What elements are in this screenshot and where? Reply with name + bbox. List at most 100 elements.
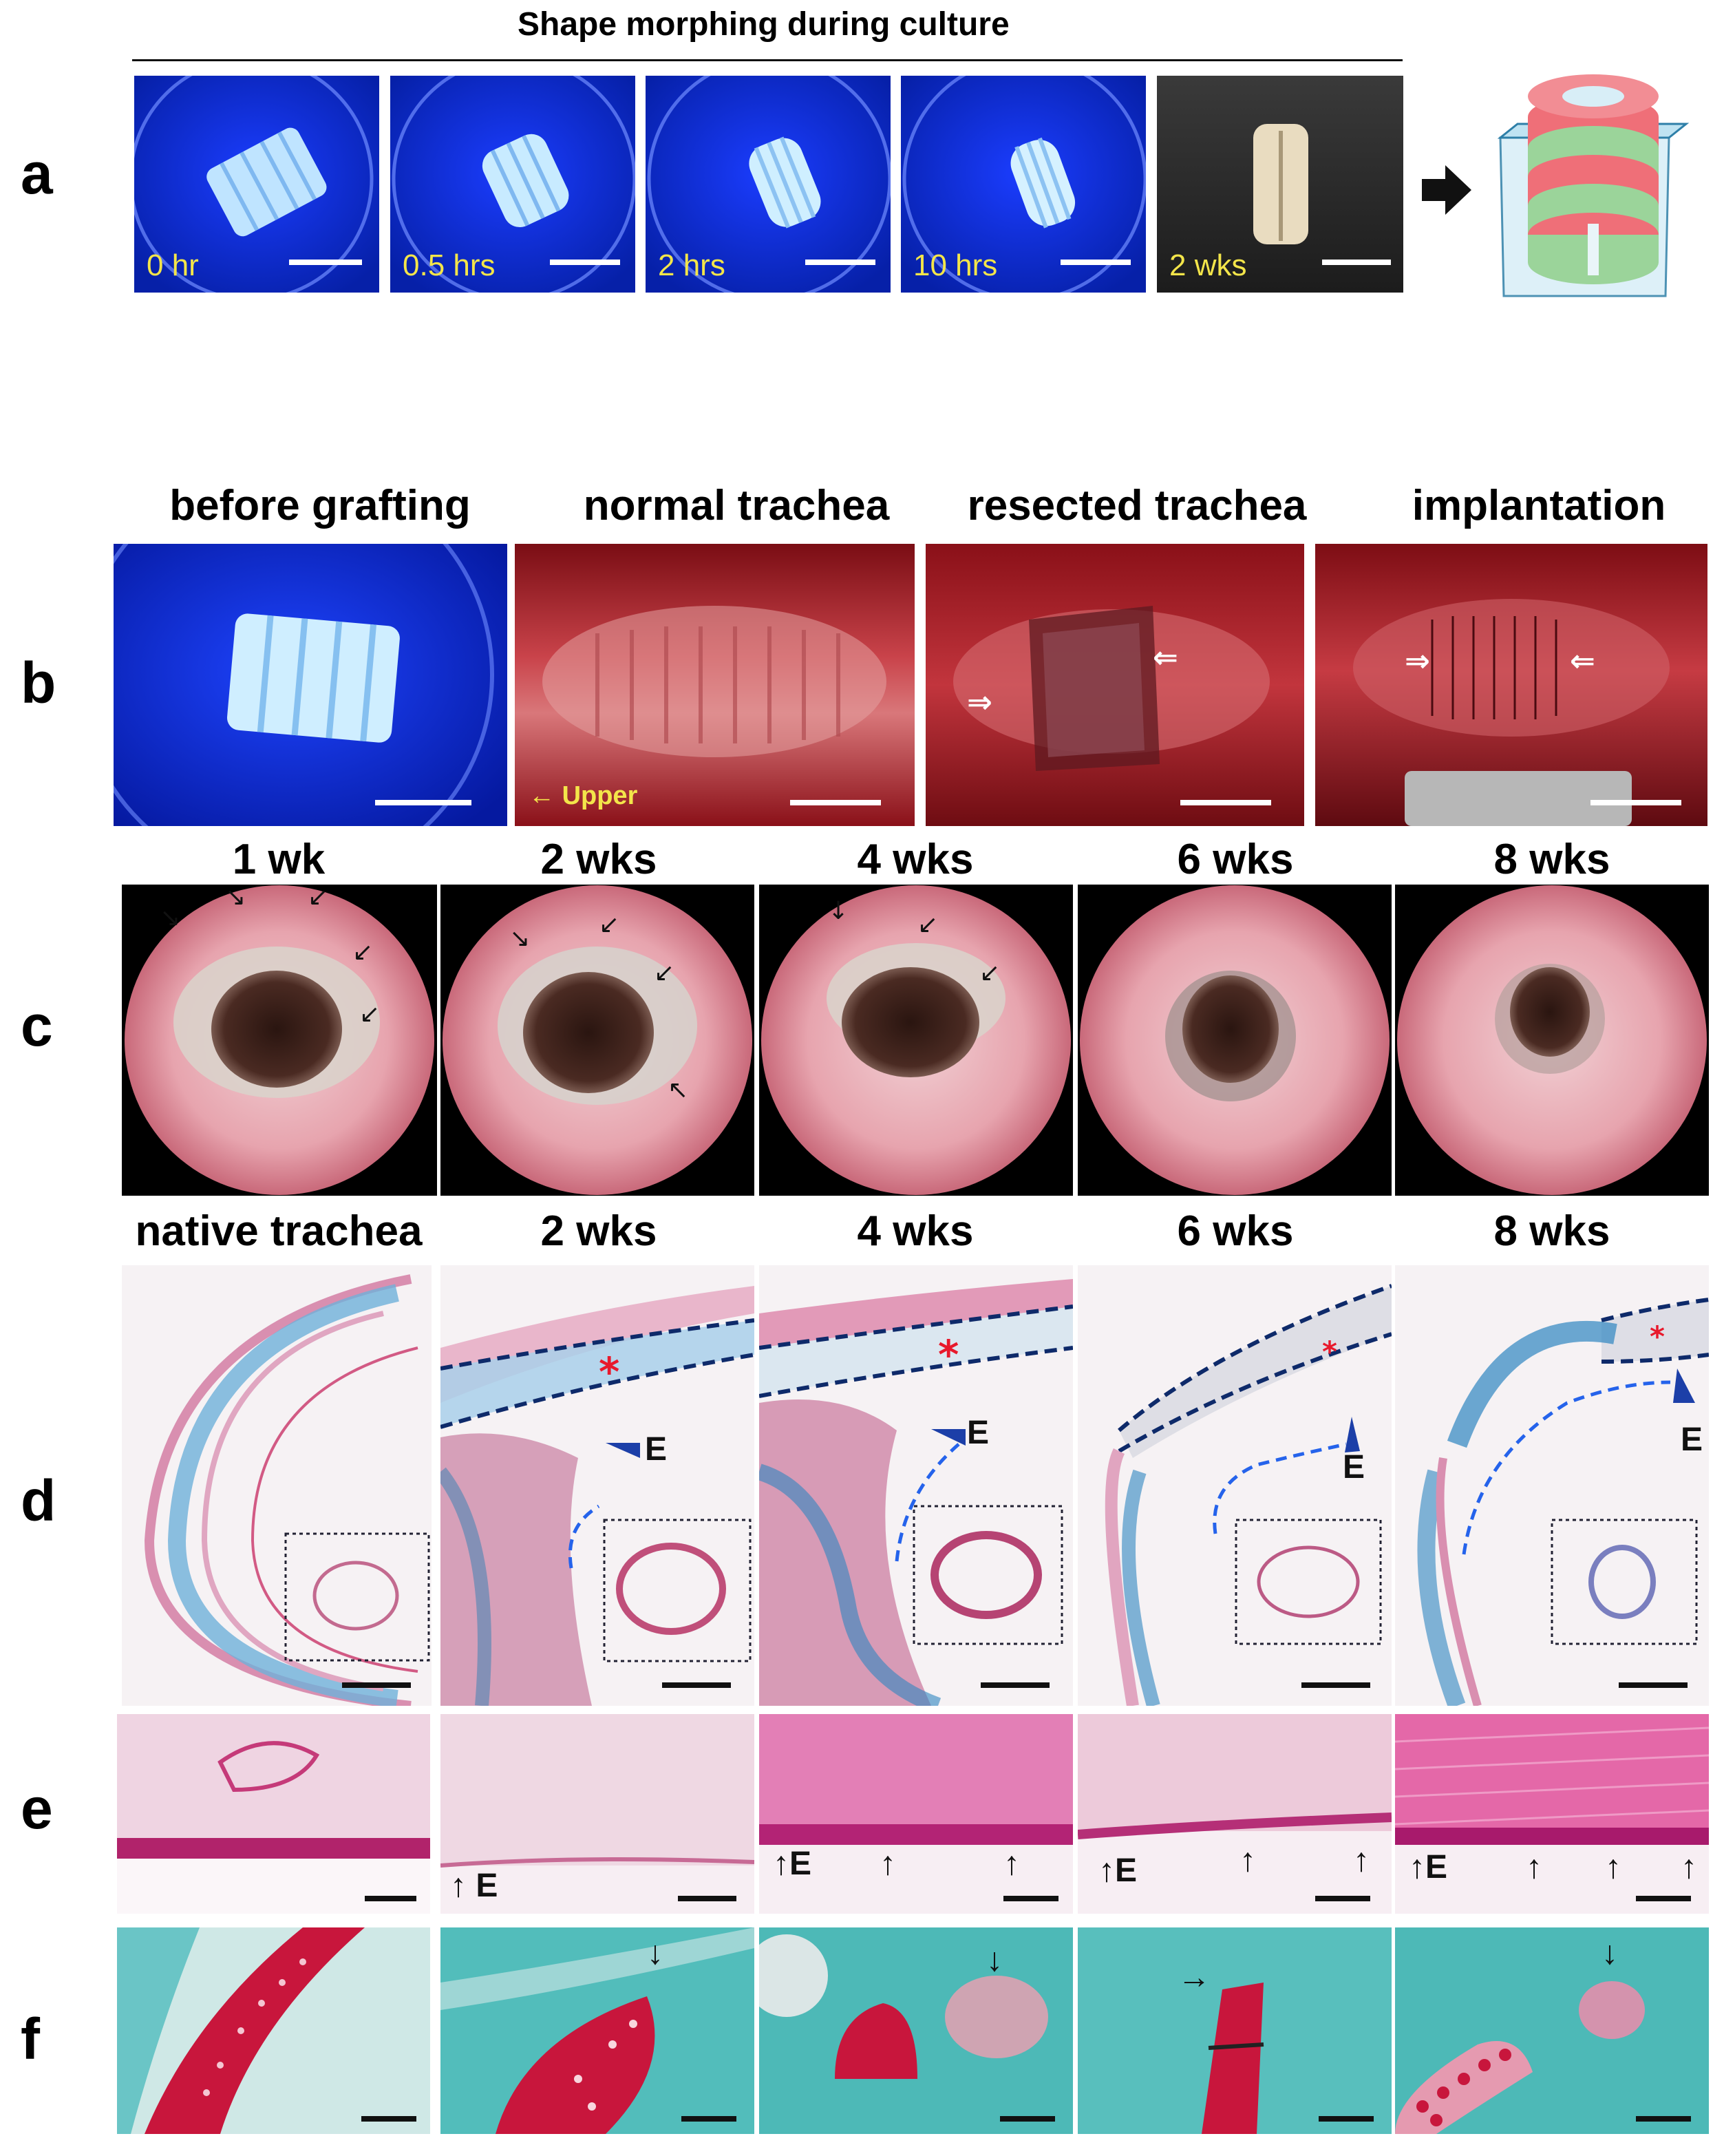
- scale-bar: [681, 2116, 736, 2122]
- endoscopy-2wks: ↘↙↙ ↖: [440, 885, 754, 1196]
- time-label-10hrs: 10 hrs: [913, 249, 998, 282]
- asterisk-marker: *: [599, 1349, 619, 1395]
- histology-2wks: * E: [440, 1265, 754, 1706]
- time-label-2hrs: 2 hrs: [658, 249, 725, 282]
- asterisk-marker: *: [1650, 1320, 1665, 1353]
- down-arrow-icon: ↓: [647, 1935, 663, 1972]
- scale-bar: [361, 2116, 416, 2122]
- he-stain-4wks: ↑E ↑ ↑: [759, 1714, 1073, 1914]
- svg-text:↘: ↘: [509, 924, 530, 953]
- scale-bar: [550, 260, 620, 265]
- svg-text:↙: ↙: [308, 885, 328, 911]
- image-implantation: ⇒ ⇐: [1315, 544, 1707, 826]
- scale-bar: [790, 800, 881, 805]
- safranin-stain-2wks: ↓: [440, 1927, 754, 2134]
- scale-bar: [805, 260, 875, 265]
- svg-text:↙: ↙: [979, 959, 1000, 987]
- scale-bar: [1301, 1682, 1370, 1688]
- up-arrow-icon: ↑: [1681, 1849, 1697, 1885]
- safranin-stain-8wks: ↓: [1395, 1927, 1709, 2134]
- header-d-6wks: 6 wks: [1177, 1207, 1294, 1255]
- epithelium-label: E: [1343, 1449, 1365, 1486]
- epithelium-label: E: [967, 1415, 990, 1451]
- up-arrow-icon: ↑: [1605, 1849, 1621, 1885]
- up-arrow-icon: ↑: [450, 1868, 467, 1904]
- culture-image-0hr: 0 hr: [134, 76, 379, 293]
- endoscopy-4wks: ↓ ↙ ↙: [759, 885, 1073, 1196]
- panel-a-title: Shape morphing during culture: [518, 6, 1010, 43]
- epithelium-label: ↑ E: [450, 1867, 498, 1905]
- right-arrow-icon: →: [1178, 1959, 1211, 1996]
- scale-bar: [1000, 2116, 1055, 2122]
- image-before-grafting: [114, 544, 507, 826]
- up-arrow-icon: ↑: [1526, 1849, 1542, 1885]
- svg-text:⇒: ⇒: [1405, 644, 1430, 679]
- scale-bar: [1322, 260, 1391, 265]
- down-arrow-icon: ↓: [1601, 1935, 1618, 1972]
- svg-text:↙: ↙: [599, 911, 619, 939]
- up-arrow-icon: ↑: [1098, 1852, 1115, 1889]
- svg-text:⇐: ⇐: [1153, 640, 1178, 675]
- scale-bar: [342, 1682, 411, 1688]
- header-before-grafting: before grafting: [169, 482, 471, 529]
- epithelium-label-text: E: [789, 1846, 812, 1882]
- scale-bar: [1636, 2116, 1691, 2122]
- svg-text:↙: ↙: [352, 938, 373, 966]
- histology-8wks: * E: [1395, 1265, 1709, 1706]
- header-c-1wk: 1 wk: [232, 836, 326, 883]
- image-resected-trachea: ⇒ ⇐: [926, 544, 1304, 826]
- header-c-2wks: 2 wks: [540, 836, 657, 883]
- up-arrow-icon: ↑: [1003, 1846, 1020, 1882]
- culture-image-10hrs: 10 hrs: [901, 76, 1146, 293]
- he-stain-8wks: ↑E ↑ ↑ ↑: [1395, 1714, 1709, 1914]
- histology-4wks: * E: [759, 1265, 1073, 1706]
- header-normal-trachea: normal trachea: [583, 482, 890, 529]
- scale-bar: [1619, 1682, 1688, 1688]
- scale-bar: [662, 1682, 731, 1688]
- he-stain-6wks: ↑E ↑ ↑: [1078, 1714, 1392, 1914]
- svg-text:⇒: ⇒: [967, 685, 992, 720]
- endoscopy-6wks: [1078, 885, 1392, 1196]
- histology-6wks: * E: [1078, 1265, 1392, 1706]
- panel-letter-f: f: [21, 2007, 40, 2071]
- safranin-stain-4wks: ↓: [759, 1927, 1073, 2134]
- epithelium-label: ↑E: [773, 1845, 811, 1883]
- header-d-native-trachea: native trachea: [135, 1207, 423, 1255]
- scale-bar: [1180, 800, 1271, 805]
- panel-a-title-rule: [132, 59, 1403, 61]
- asterisk-marker: *: [1322, 1335, 1337, 1368]
- panel-letter-c: c: [21, 993, 53, 1058]
- epithelium-label: E: [645, 1431, 668, 1468]
- epithelium-label: ↑E: [1098, 1852, 1137, 1890]
- upper-label: ← Upper: [529, 781, 637, 811]
- scale-bar: [375, 800, 471, 805]
- image-normal-trachea: ← Upper: [515, 544, 915, 826]
- scale-bar: [678, 1896, 736, 1901]
- up-arrow-icon: ↑: [880, 1846, 896, 1882]
- header-d-4wks: 4 wks: [857, 1207, 974, 1255]
- time-label-0-5hrs: 0.5 hrs: [403, 249, 496, 282]
- scale-bar: [289, 260, 362, 265]
- svg-text:⇐: ⇐: [1570, 644, 1595, 679]
- down-arrow-icon: ↓: [986, 1942, 1003, 1978]
- left-arrow-icon: ←: [529, 781, 555, 810]
- safranin-stain-native: [117, 1927, 430, 2134]
- panel-letter-b: b: [21, 651, 56, 715]
- up-arrow-icon: ↑: [1409, 1849, 1425, 1885]
- he-stain-2wks: ↑ E: [440, 1714, 754, 1914]
- scale-bar: [1003, 1896, 1058, 1901]
- scale-bar: [1636, 1896, 1691, 1901]
- svg-text:↙: ↙: [917, 911, 938, 939]
- up-arrow-icon: ↑: [773, 1846, 789, 1882]
- header-c-8wks: 8 wks: [1493, 836, 1610, 883]
- epithelium-label: ↑E: [1409, 1848, 1447, 1886]
- svg-text:↓: ↓: [828, 897, 849, 925]
- histology-native-trachea: [122, 1265, 432, 1706]
- svg-text:↙: ↙: [359, 1000, 380, 1028]
- svg-text:↖: ↖: [668, 1076, 688, 1104]
- header-d-2wks: 2 wks: [540, 1207, 657, 1255]
- he-stain-native: [117, 1714, 430, 1914]
- svg-text:↘: ↘: [160, 904, 180, 932]
- scale-bar: [1061, 260, 1131, 265]
- safranin-stain-6wks: →: [1078, 1927, 1392, 2134]
